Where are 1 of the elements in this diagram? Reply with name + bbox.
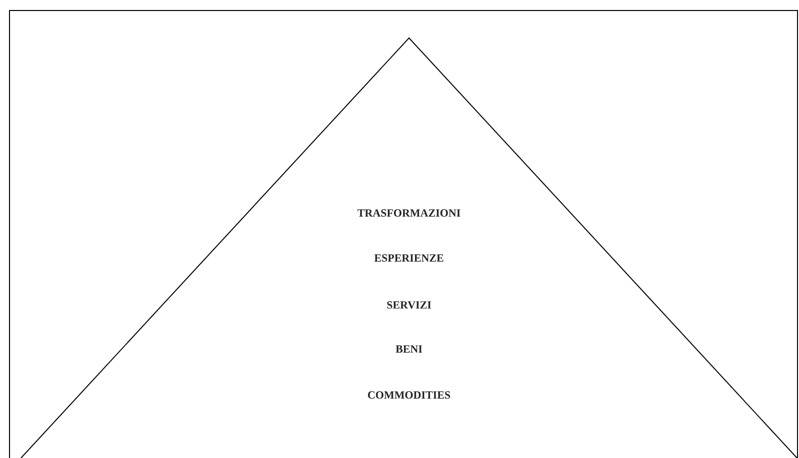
pyramid: TRASFORMAZIONI ESPERIENZE SERVIZI BENI COMMODITIES (20, 37, 798, 458)
